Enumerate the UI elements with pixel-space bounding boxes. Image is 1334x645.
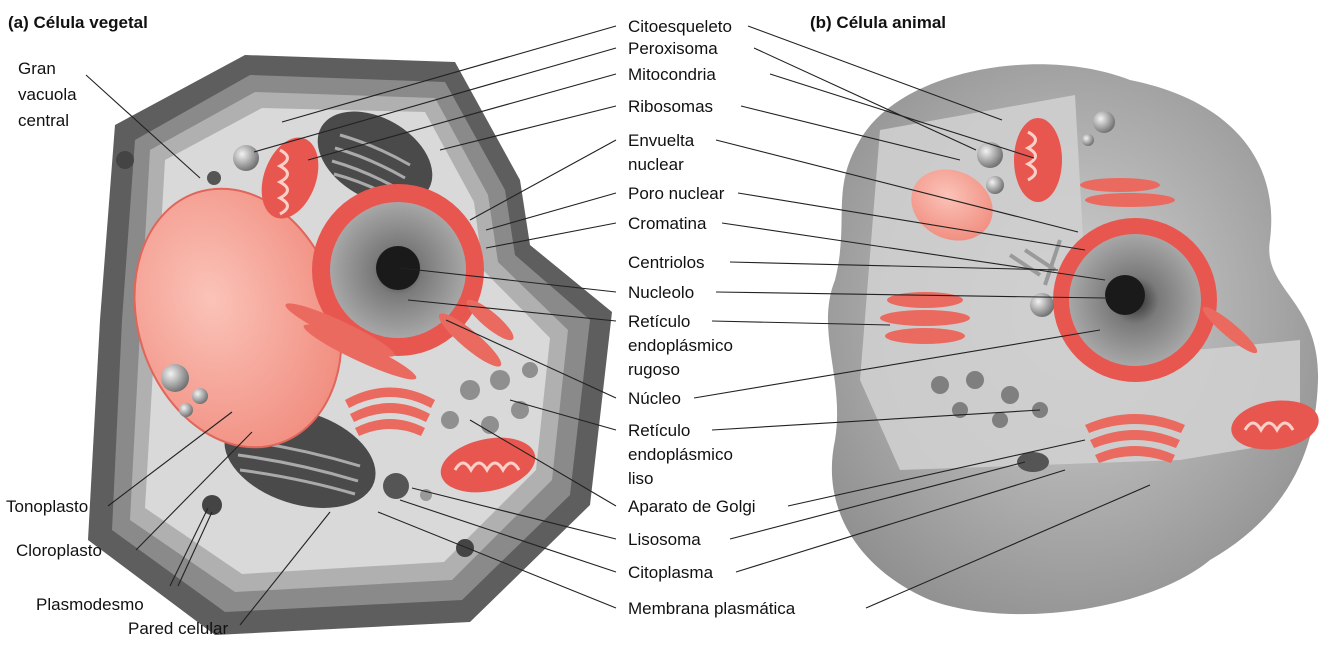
animal-golgi (1085, 414, 1185, 463)
label-pared: Pared celular (128, 619, 229, 638)
label-mitocondria: Mitocondria (628, 65, 716, 84)
animal-vesicle-1 (977, 142, 1003, 168)
animal-vesicle-3 (1093, 111, 1115, 133)
animal-mitochondrion-top (1014, 118, 1062, 202)
plasmodesma-1 (116, 151, 134, 169)
label-golgi: Aparato de Golgi (628, 497, 756, 516)
animal-vesicle-2 (986, 176, 1004, 194)
plant-tonoplast-vesicle-2 (192, 388, 208, 404)
label-peroxisoma: Peroxisoma (628, 39, 718, 58)
animal-cell (828, 64, 1322, 614)
label-ribosomas: Ribosomas (628, 97, 713, 116)
panel-title-plant: (a) Célula vegetal (8, 13, 148, 32)
plant-nucleolus (376, 246, 420, 290)
label-vacuola-3: central (18, 111, 69, 130)
leader-citoesqueleto-animal (748, 26, 1002, 120)
plant-cell (88, 55, 612, 635)
label-rer-1: Retículo (628, 312, 690, 331)
animal-nucleolus (1105, 275, 1145, 315)
label-tonoplasto: Tonoplasto (6, 497, 88, 516)
plant-small-vesicle (207, 171, 221, 185)
panel-title-animal: (b) Célula animal (810, 13, 946, 32)
label-rel-1: Retículo (628, 421, 690, 440)
label-vacuola-2: vacuola (18, 85, 77, 104)
plant-golgi (345, 388, 435, 437)
label-citoesqueleto: Citoesqueleto (628, 17, 732, 36)
label-rel-3: liso (628, 469, 654, 488)
label-envuelta-2: nuclear (628, 155, 684, 174)
label-nucleolo: Nucleolo (628, 283, 694, 302)
label-envuelta-1: Envuelta (628, 131, 695, 150)
label-rer-2: endoplásmico (628, 336, 733, 355)
plant-tonoplast-vesicle-3 (179, 403, 193, 417)
label-membrana: Membrana plasmática (628, 599, 796, 618)
plasmodesma-3 (456, 539, 474, 557)
label-citoplasma: Citoplasma (628, 563, 714, 582)
label-lisosoma: Lisosoma (628, 530, 701, 549)
label-cromatina: Cromatina (628, 214, 707, 233)
plant-peroxisome (233, 145, 259, 171)
label-cloroplasto: Cloroplasto (16, 541, 102, 560)
animal-lysosome (1017, 452, 1049, 472)
label-centriolos: Centriolos (628, 253, 705, 272)
label-rer-3: rugoso (628, 360, 680, 379)
label-plasmodesmo: Plasmodesmo (36, 595, 144, 614)
label-nucleo: Núcleo (628, 389, 681, 408)
label-poro-nuclear: Poro nuclear (628, 184, 725, 203)
plant-lysosome (383, 473, 409, 499)
label-vacuola-1: Gran (18, 59, 56, 78)
animal-vesicle-4 (1082, 134, 1094, 146)
label-rel-2: endoplásmico (628, 445, 733, 464)
plant-tonoplast-vesicle-1 (161, 364, 189, 392)
